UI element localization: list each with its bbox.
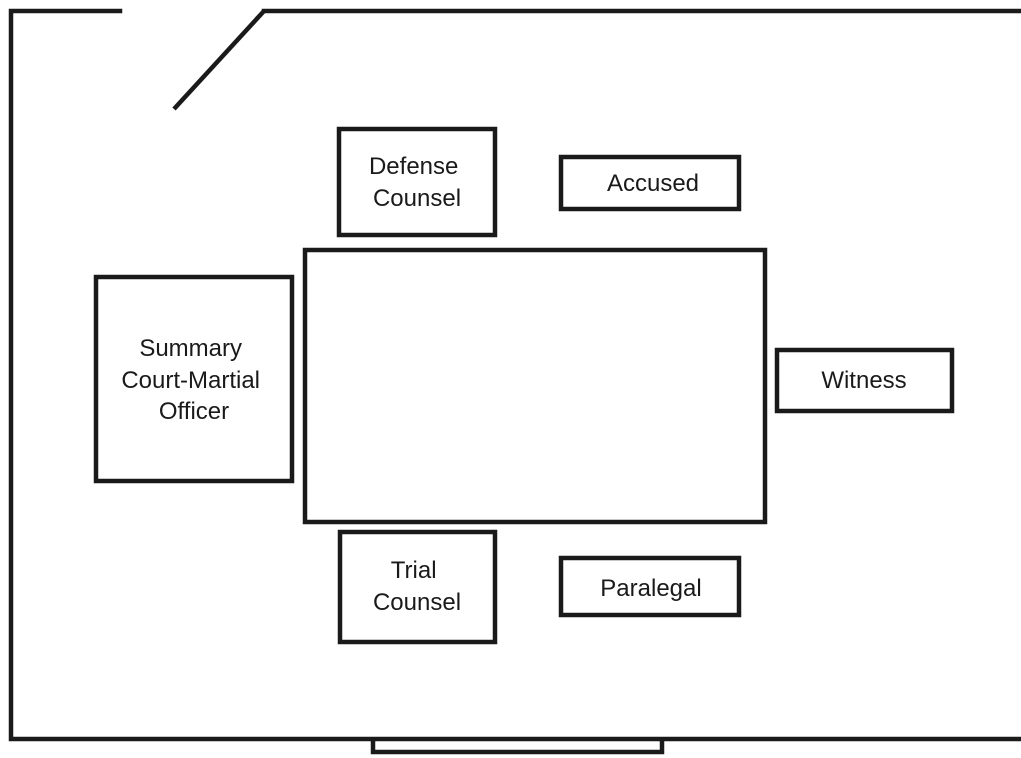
trial-counsel-label-line-2: Counsel (373, 589, 461, 616)
summary-court-martial-officer-label-line-1: Summary (139, 335, 242, 362)
defense-counsel-label: Defense Counsel (369, 153, 465, 212)
wall-top-left-segment (8, 8, 1021, 742)
door-swing (172, 9, 266, 111)
trial-counsel-box (337, 529, 498, 645)
summary-court-martial-officer-label: Summary Court-Martial Officer (121, 335, 266, 425)
defense-counsel-label-line-1: Defense (369, 153, 458, 180)
witness-label: Witness (821, 367, 906, 394)
bottom-door (370, 739, 665, 755)
defense-counsel-label-line-2: Counsel (373, 185, 461, 212)
station-paralegal: Paralegal (558, 555, 742, 618)
station-trial-counsel: Trial Counsel (337, 529, 498, 645)
station-witness: Witness (774, 347, 955, 414)
summary-court-martial-officer-box (93, 274, 295, 484)
trial-counsel-label: Trial Counsel (373, 557, 461, 616)
station-defense-counsel: Defense Counsel (336, 126, 498, 238)
defense-counsel-box (336, 126, 498, 238)
summary-court-martial-officer-label-line-3: Officer (159, 398, 229, 425)
trial-counsel-label-line-1: Trial (391, 557, 437, 584)
accused-box (558, 154, 742, 212)
center-table (302, 247, 768, 525)
station-accused: Accused (558, 154, 742, 212)
summary-court-martial-officer-label-line-2: Court-Martial (121, 367, 260, 394)
station-summary-court-martial-officer: Summary Court-Martial Officer (93, 274, 295, 484)
accused-label: Accused (607, 170, 699, 197)
paralegal-box (558, 555, 742, 618)
paralegal-label: Paralegal (600, 575, 701, 602)
witness-box (774, 347, 955, 414)
room-walls (8, 8, 1021, 742)
